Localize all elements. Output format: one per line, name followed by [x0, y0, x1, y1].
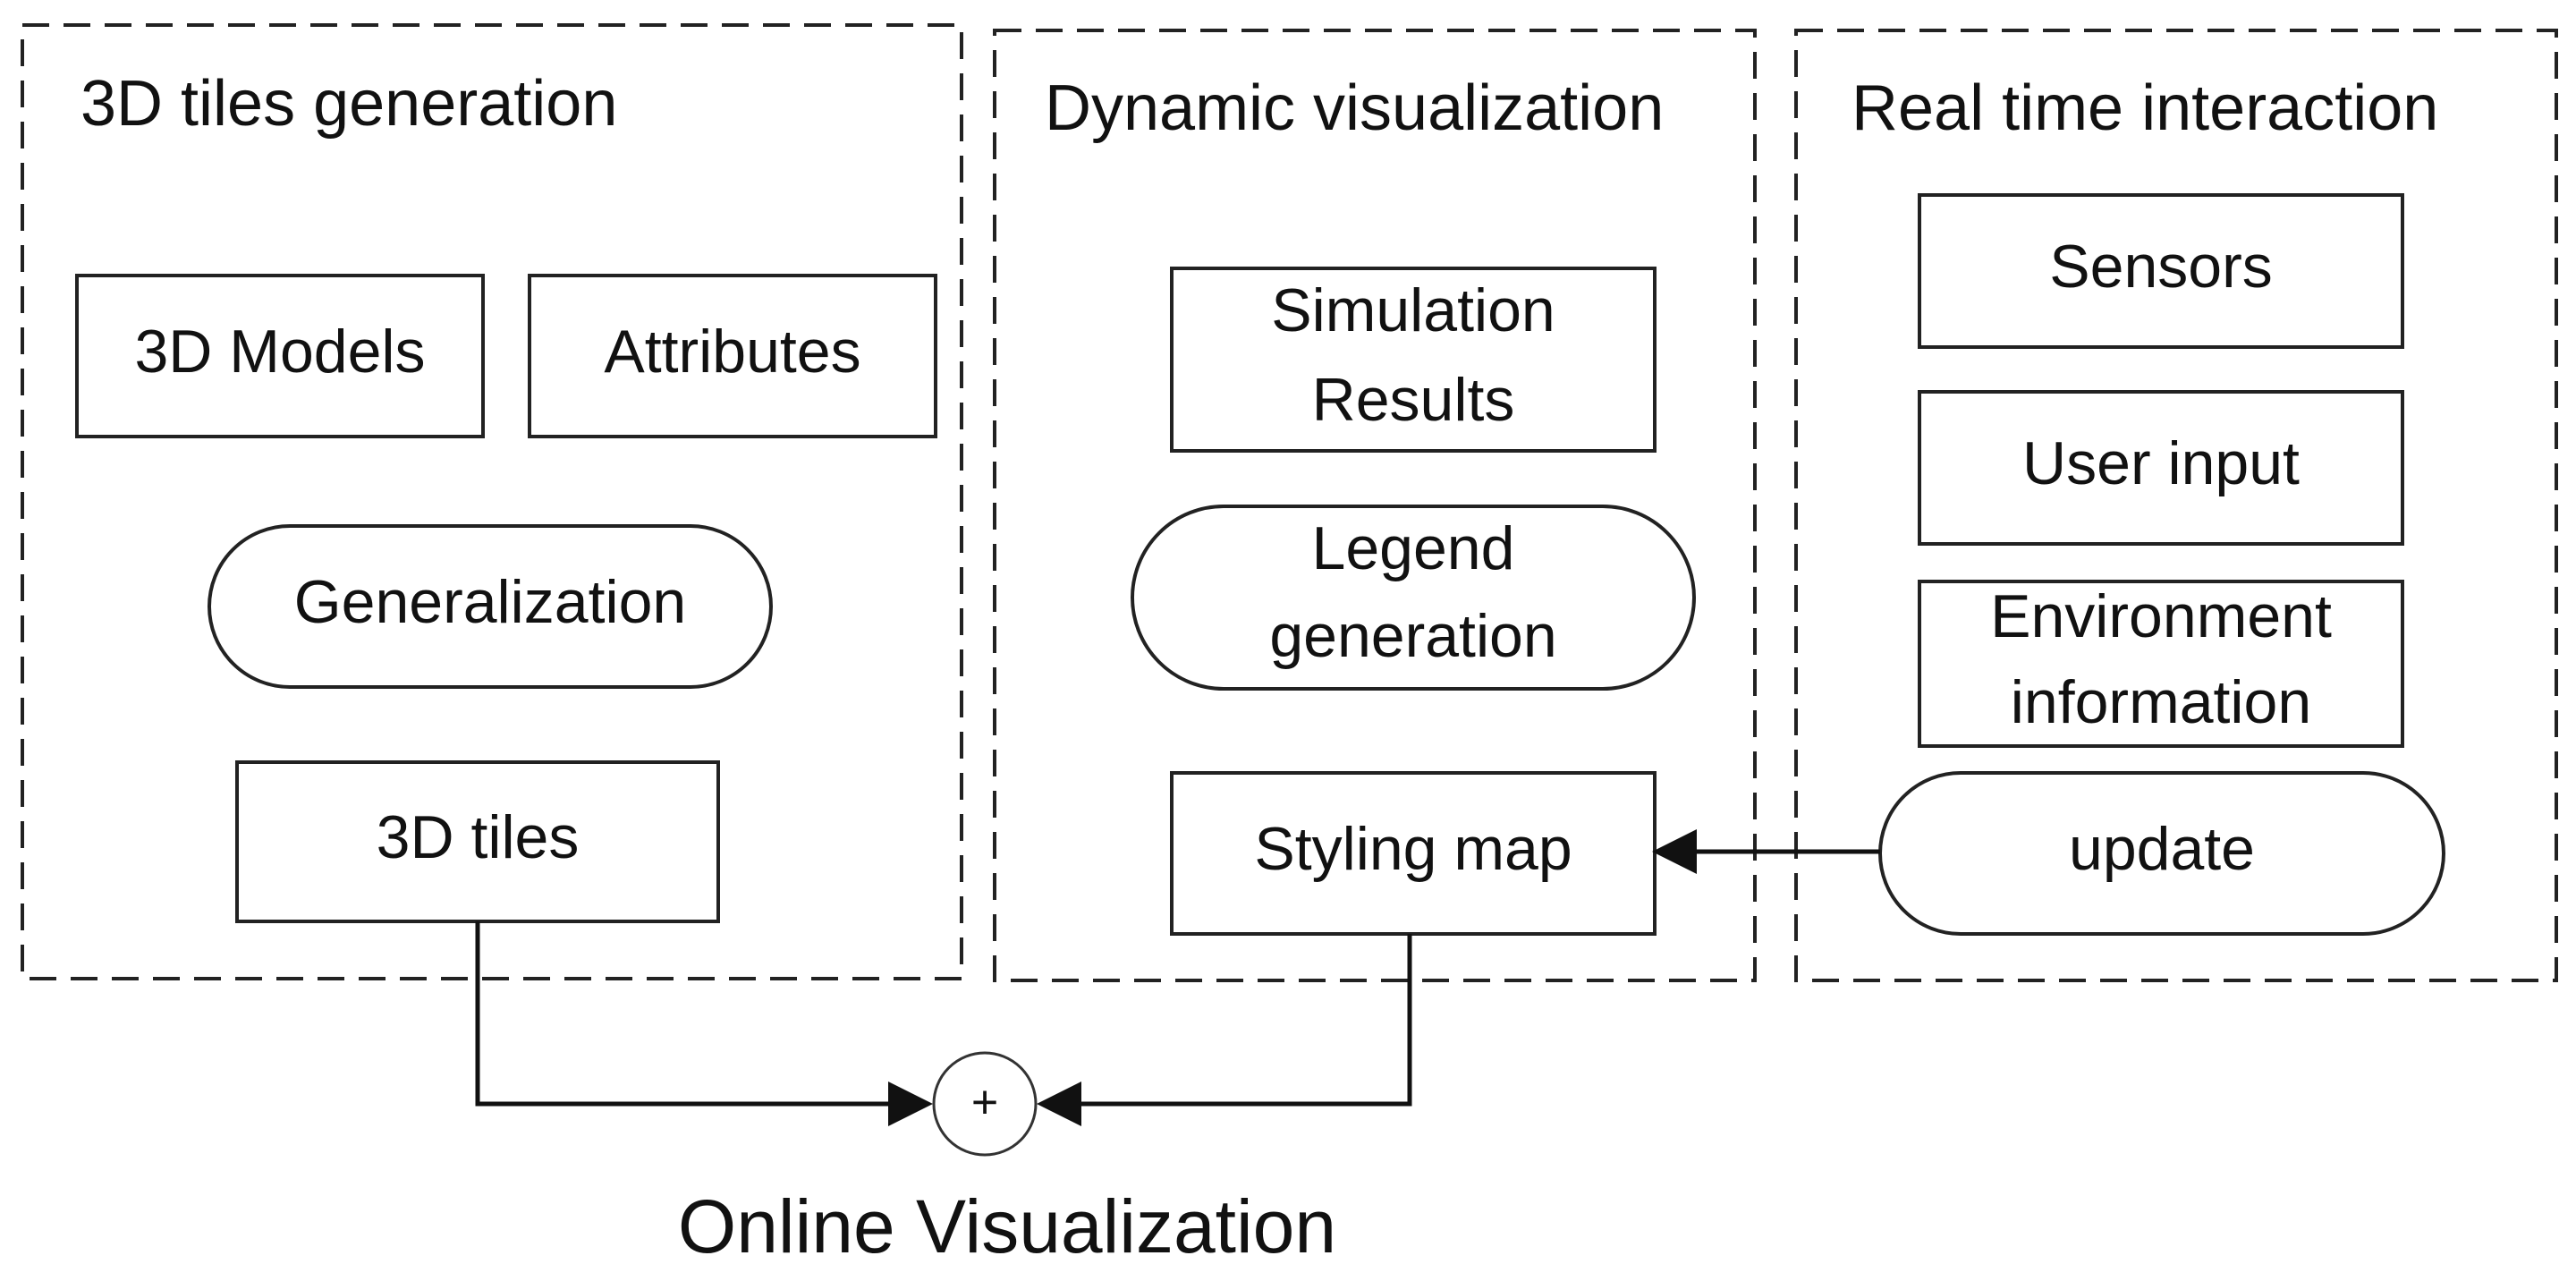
- arrow-styling-map-to-combine: [1037, 934, 1412, 1126]
- node-3d-tiles-label: 3D tiles: [377, 803, 580, 871]
- diagram-caption: Online Visualization: [678, 1184, 1336, 1268]
- group-dynamic-visualization: Dynamic visualization: [993, 29, 1757, 982]
- node-update-label: update: [2069, 815, 2255, 883]
- group-title-real-time-interaction: Real time interaction: [1852, 72, 2438, 144]
- node-3d-models-label: 3D Models: [134, 318, 425, 386]
- node-generalization-label: Generalization: [294, 568, 686, 636]
- node-legend-generation: Legend generation: [1131, 505, 1696, 691]
- node-environment-information-line1: Environment: [1990, 582, 2332, 650]
- group-title-tiles-generation: 3D tiles generation: [80, 68, 617, 140]
- node-3d-tiles: 3D tiles: [235, 760, 720, 923]
- arrow-3d-tiles-to-combine: [475, 921, 933, 1126]
- group-tiles-generation: 3D tiles generation: [21, 23, 963, 980]
- node-simulation-results-line2: Results: [1312, 366, 1515, 434]
- node-environment-information: Environment information: [1918, 580, 2404, 748]
- node-sensors: Sensors: [1918, 193, 2404, 349]
- node-legend-generation-line1: Legend: [1312, 514, 1515, 582]
- node-legend-generation-line2: generation: [1269, 602, 1556, 670]
- node-sensors-label: Sensors: [2049, 233, 2272, 301]
- plus-icon: +: [971, 1077, 998, 1129]
- node-3d-models: 3D Models: [75, 274, 485, 438]
- group-title-dynamic-visualization: Dynamic visualization: [1045, 72, 1664, 144]
- node-environment-information-line2: information: [2011, 668, 2311, 736]
- node-simulation-results: Simulation Results: [1170, 267, 1657, 453]
- node-user-input: User input: [1918, 390, 2404, 546]
- node-update: update: [1878, 771, 2445, 936]
- combine-node: +: [932, 1051, 1038, 1157]
- node-attributes-label: Attributes: [604, 318, 860, 386]
- group-real-time-interaction: Real time interaction: [1794, 29, 2558, 982]
- node-styling-map-label: Styling map: [1254, 815, 1572, 883]
- node-user-input-label: User input: [2022, 429, 2300, 497]
- node-generalization: Generalization: [208, 524, 773, 689]
- node-attributes: Attributes: [528, 274, 937, 438]
- node-simulation-results-line1: Simulation: [1271, 276, 1555, 344]
- node-styling-map: Styling map: [1170, 771, 1657, 936]
